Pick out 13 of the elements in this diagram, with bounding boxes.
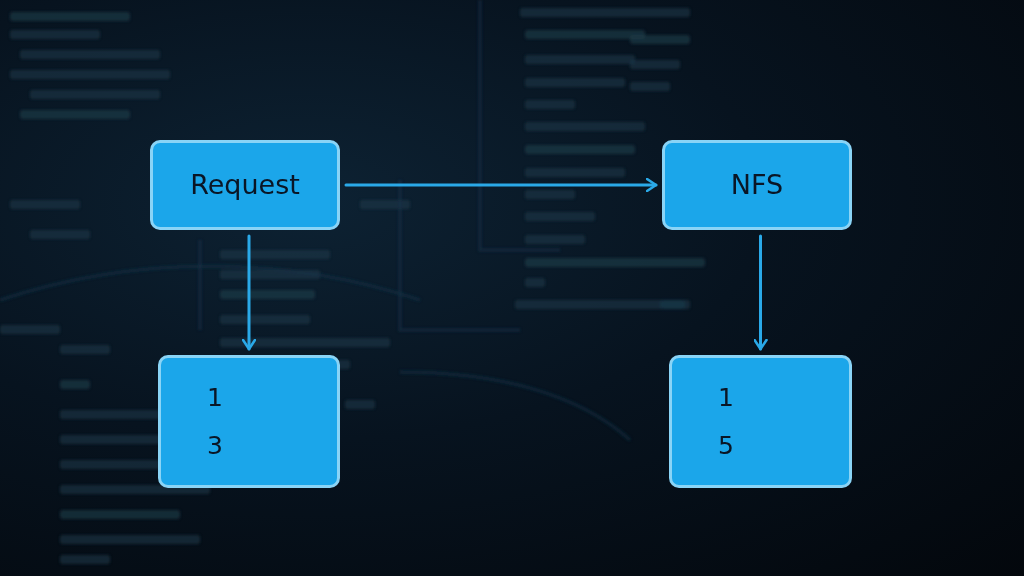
value-box — [669, 355, 852, 488]
arrow — [753, 234, 768, 351]
value-label: 3 — [207, 431, 223, 459]
process-box — [150, 140, 340, 230]
node-label: NFS — [730, 170, 784, 200]
arrow — [241, 234, 257, 351]
value-label: 5 — [718, 431, 734, 459]
value-label: 1 — [207, 384, 223, 412]
value-label: 1 — [718, 384, 734, 412]
value-box — [158, 355, 340, 488]
node-label: Request — [190, 170, 300, 200]
process-box — [662, 140, 852, 230]
arrow — [344, 177, 658, 193]
